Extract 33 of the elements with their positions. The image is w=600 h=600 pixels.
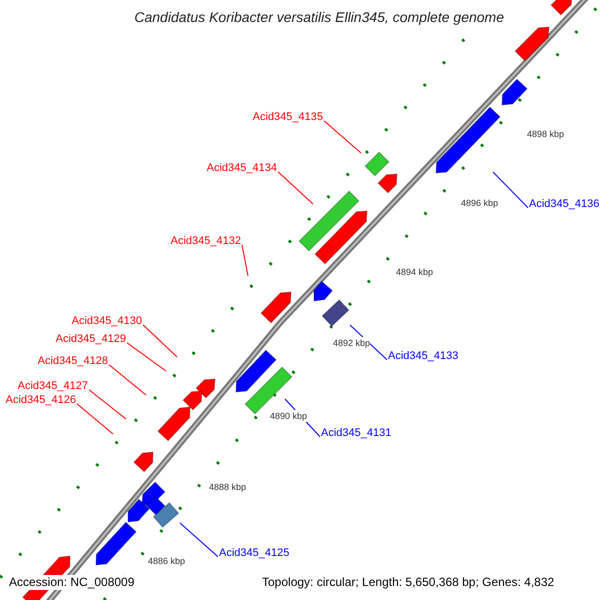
- gene-label: Acid345_4125: [219, 547, 290, 560]
- leader-line: [324, 120, 362, 154]
- leader-line: [142, 324, 178, 358]
- accession-text: Accession: NC_008009: [9, 575, 134, 590]
- scale-label: 4888 kbp: [209, 481, 246, 493]
- gene-label: Acid345_4129: [56, 333, 126, 346]
- gene-label: Acid345_4132: [170, 235, 241, 248]
- leader-line: [278, 171, 314, 204]
- leader-line: [350, 324, 388, 360]
- gene-label: Acid345_4133: [388, 350, 458, 363]
- gene-label: Acid345_4126: [6, 394, 76, 407]
- scale-label: 4898 kbp: [527, 128, 564, 140]
- scale-label: 4890 kbp: [270, 410, 308, 422]
- leader-line: [88, 389, 126, 420]
- gene-label: Acid345_4128: [38, 355, 108, 368]
- scale-label: 4892 kbp: [333, 337, 370, 349]
- leader-line: [76, 403, 114, 434]
- gene-label: Acid345_4134: [206, 162, 277, 175]
- gene-label: Acid345_4127: [18, 380, 88, 393]
- gene-label: Acid345_4131: [321, 427, 392, 440]
- title: Candidatus Koribacter versatilis Ellin345, complete genome: [134, 9, 504, 26]
- genome-info-text: Topology: circular; Length: 5,650,368 bp; Genes: 4,832: [262, 575, 554, 590]
- gene-label: Acid345_4130: [72, 315, 142, 328]
- leader-line: [180, 522, 218, 558]
- leader-line: [492, 172, 528, 208]
- scale-label: 4886 kbp: [148, 555, 186, 567]
- leader-line: [126, 342, 166, 372]
- gene-label: Acid345_4136: [529, 198, 600, 211]
- leader-line: [242, 244, 248, 276]
- leader-line: [108, 364, 146, 396]
- scale-label: 4894 kbp: [396, 266, 434, 278]
- scale-label: 4896 kbp: [461, 197, 498, 209]
- gene-label: Acid345_4135: [252, 111, 323, 124]
